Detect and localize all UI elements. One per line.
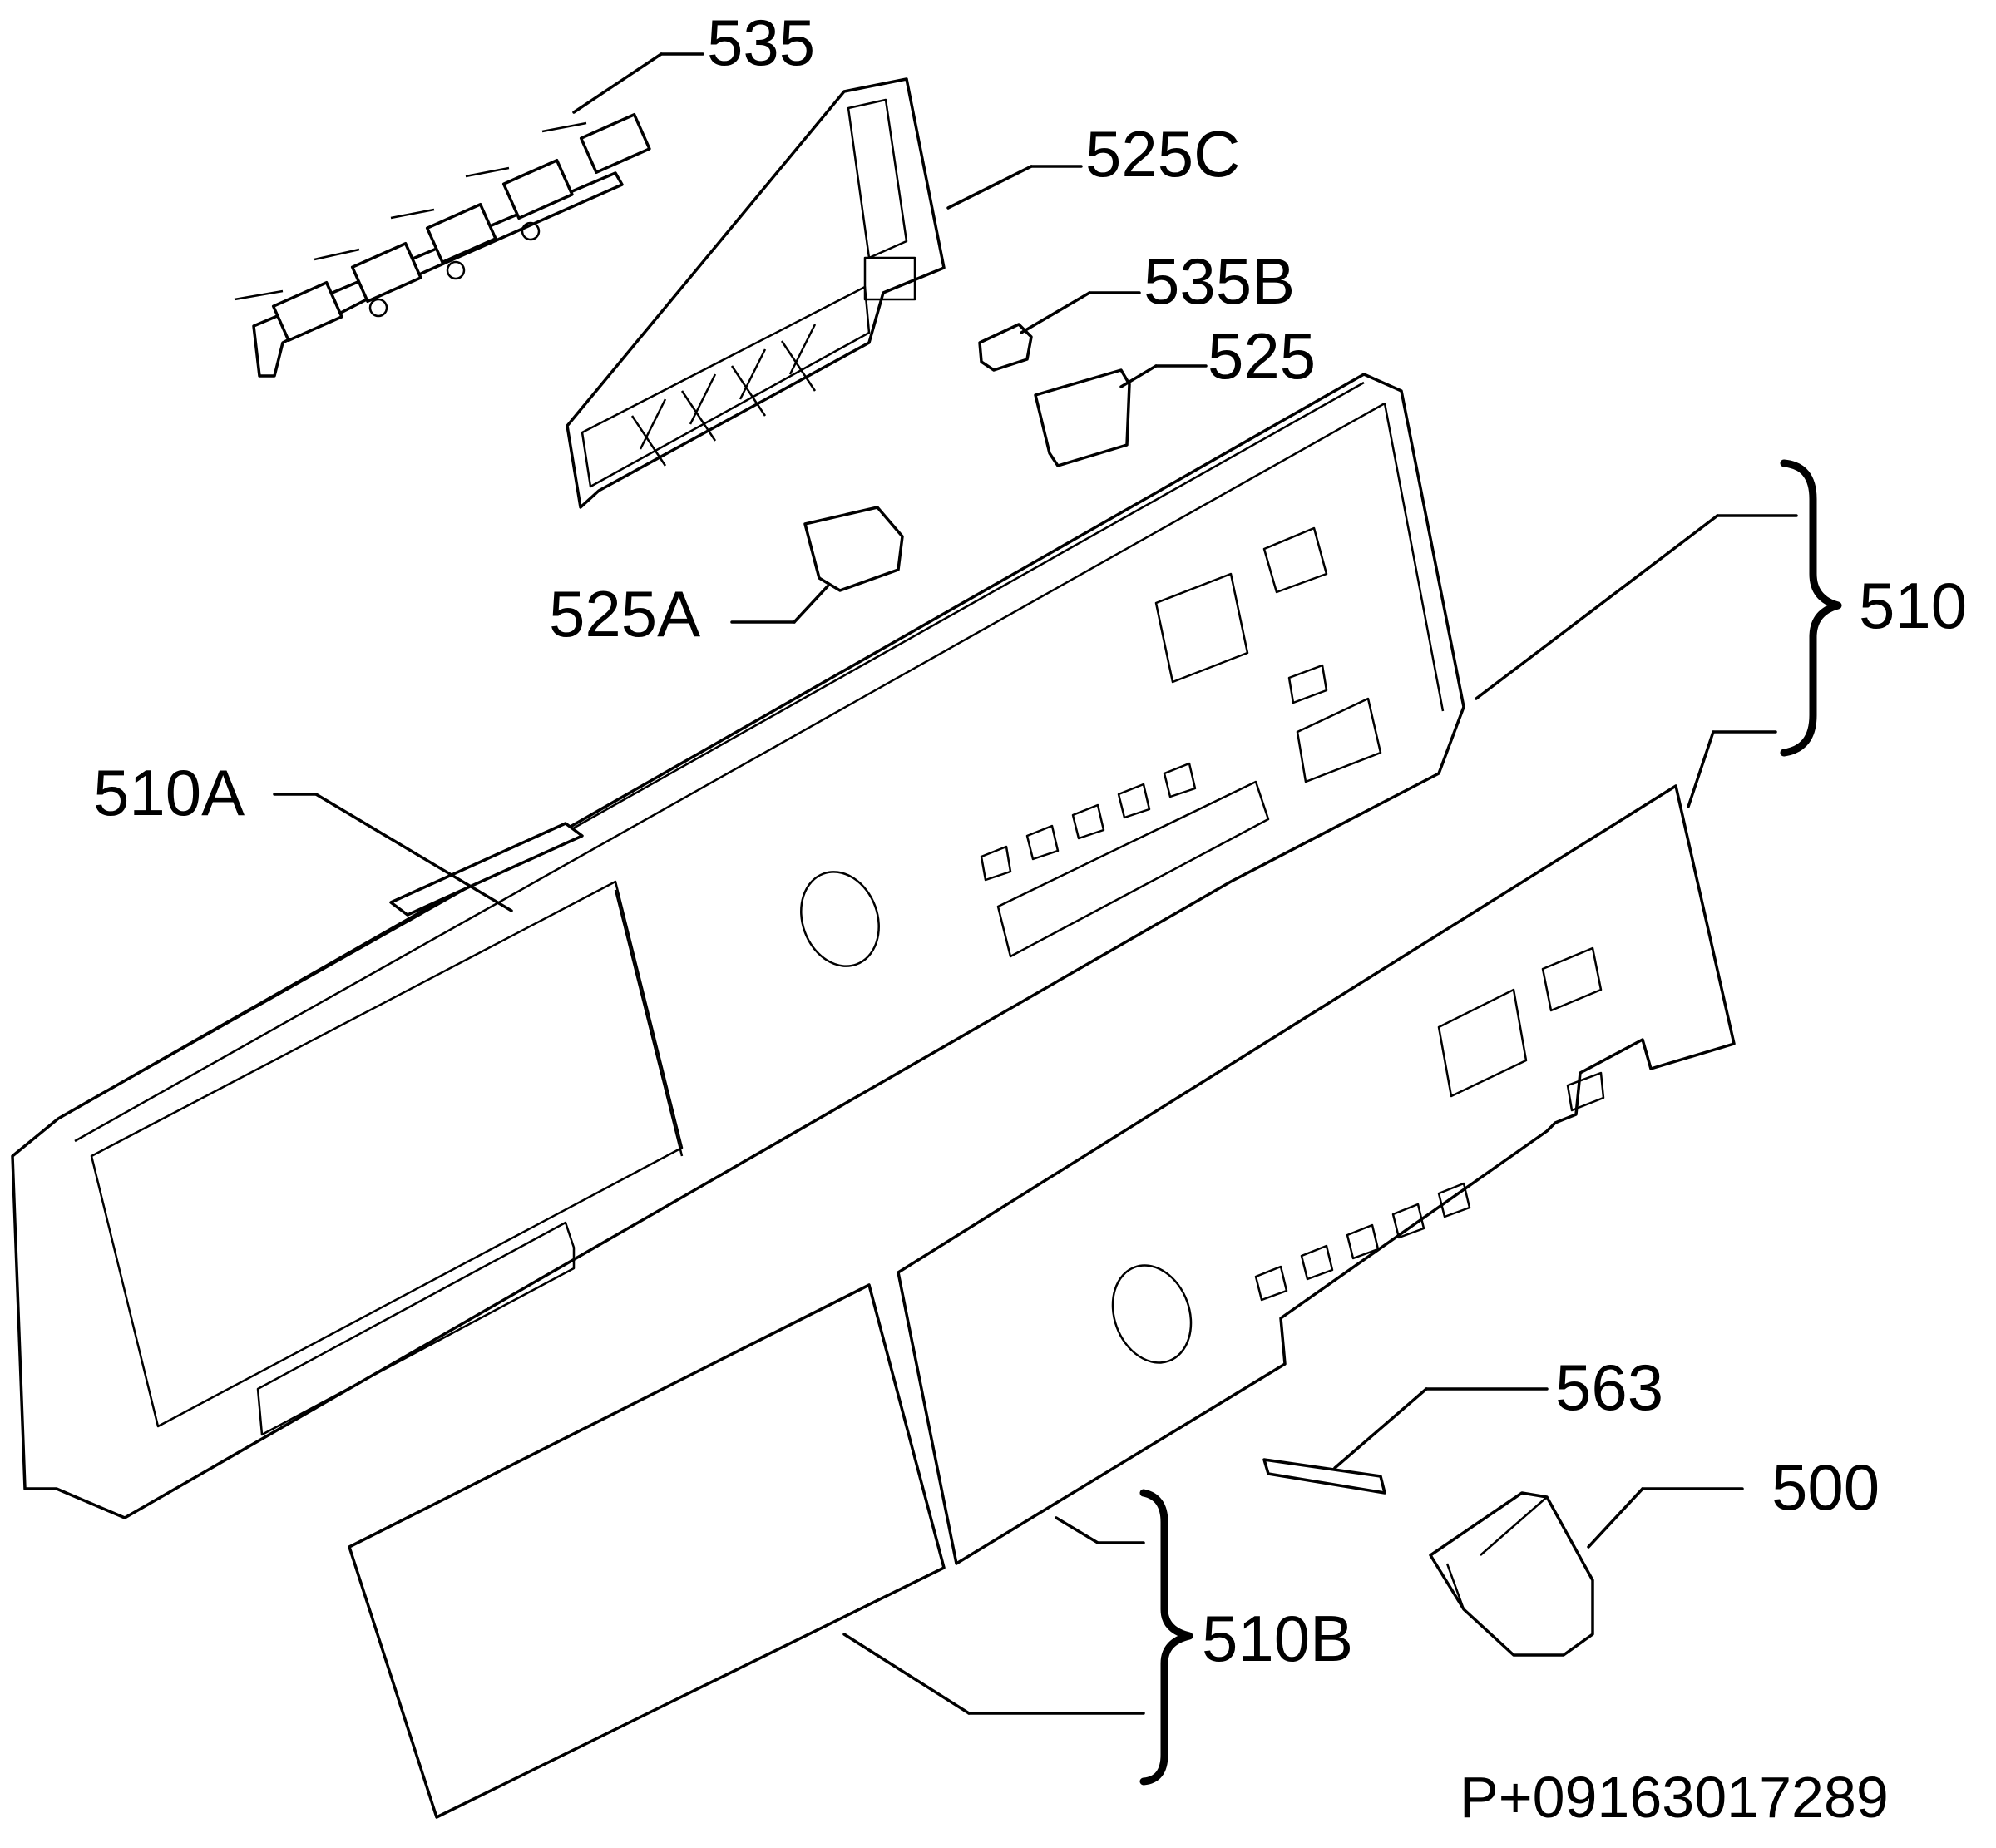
reference-code: P+09163017289 [1460,1765,1889,1830]
callout-525a: 525A [549,577,700,650]
leader-lines [273,52,1798,1715]
part-510-control-panel [11,373,1465,1519]
callout-510b: 510B [1202,1602,1353,1675]
callout-500: 500 [1771,1450,1880,1524]
part-525c-pcb-frame [566,77,946,509]
brace-510 [1780,459,1842,757]
part-510b-front-panels [348,784,1736,1819]
part-510a-top-strip [389,822,584,917]
callout-525c: 525C [1085,117,1240,190]
callout-535b: 535B [1144,245,1295,318]
callout-510: 510 [1859,569,1967,642]
part-535-button-strip [234,113,651,378]
callout-510a: 510A [93,756,245,829]
part-535b-clip [978,323,1033,372]
part-525a-module [803,506,904,592]
part-500-knob [1429,1491,1594,1657]
callout-563: 563 [1555,1351,1663,1424]
callout-525: 525 [1208,319,1316,393]
brace-510b [1139,1489,1193,1786]
callout-535: 535 [707,6,815,79]
part-563-pin [1262,1458,1386,1495]
part-525-module [1034,368,1131,467]
